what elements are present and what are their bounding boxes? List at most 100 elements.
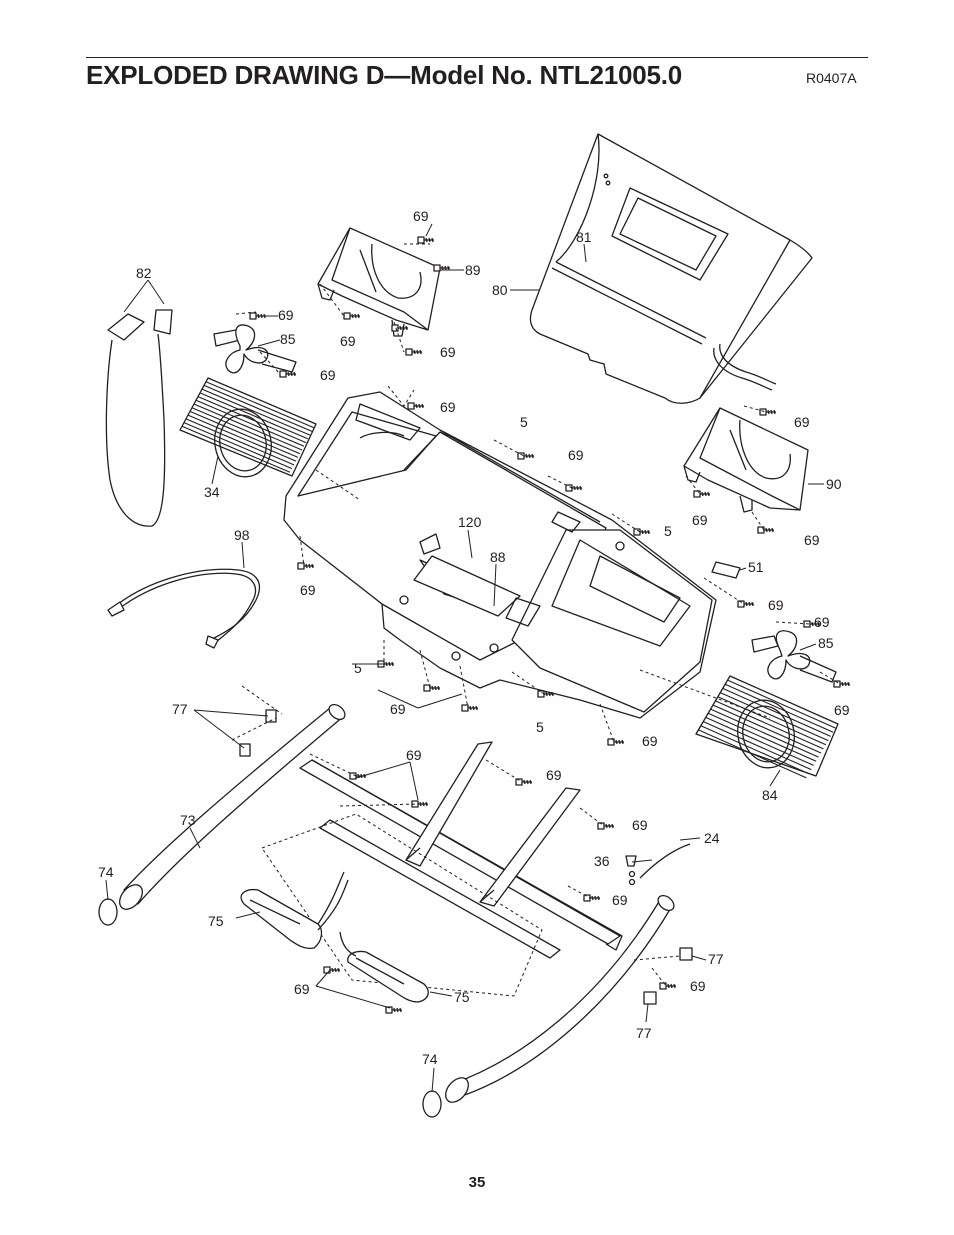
grille-slat [703, 721, 812, 771]
clip-part-82 [105, 309, 173, 527]
screw-icon [297, 562, 314, 570]
callout-77: 77 [172, 701, 188, 717]
page-number: 35 [468, 1174, 486, 1191]
grille-slat [712, 704, 822, 754]
end-cap-part-74-right [422, 1090, 442, 1118]
callout-69: 69 [413, 208, 429, 224]
cable-part-98 [107, 568, 261, 649]
screw-icon [737, 600, 754, 608]
magnet-part-51 [711, 561, 741, 579]
callout-69: 69 [768, 597, 784, 613]
callout-77: 77 [708, 951, 724, 967]
callout-98: 98 [234, 527, 250, 543]
screw-icon [565, 484, 582, 492]
grille-slat [189, 410, 299, 458]
alignment-line [259, 351, 281, 375]
screw-icon [385, 1006, 402, 1014]
callout-69: 69 [294, 981, 310, 997]
screw-icon [423, 684, 440, 692]
callout-5: 5 [520, 414, 528, 430]
pulse-grip-part-75-upper [240, 871, 349, 950]
wire-part-24 [639, 843, 691, 879]
callout-69: 69 [300, 582, 316, 598]
callout-69: 69 [406, 747, 422, 763]
screw-icon [343, 312, 360, 320]
washer-icon [628, 878, 636, 886]
alignment-line [567, 885, 591, 899]
fan-part-85-right [751, 630, 837, 683]
pulse-grip-part-75-lower [339, 931, 429, 1003]
frame-assembly [261, 741, 623, 997]
alignment-line [387, 385, 415, 407]
screw-icon [407, 402, 424, 410]
screw-icon [759, 408, 776, 416]
callout-36: 36 [594, 853, 610, 869]
callout-69: 69 [814, 614, 830, 630]
callout-74: 74 [422, 1051, 438, 1067]
clip-part-77-c [679, 947, 693, 961]
screw-icon [323, 966, 340, 974]
screw-icon [417, 236, 434, 244]
screw-icon [515, 778, 532, 786]
callout-69: 69 [804, 532, 820, 548]
callout-69: 69 [692, 512, 708, 528]
console-base-part-120 [283, 391, 717, 719]
grille-slat [181, 425, 291, 473]
callout-77: 77 [636, 1025, 652, 1041]
grille-slat [698, 729, 807, 779]
callout-5: 5 [536, 719, 544, 735]
grille-slat [700, 725, 810, 775]
alignment-line [685, 475, 701, 495]
alignment-line [819, 671, 841, 685]
callout-73: 73 [180, 812, 196, 828]
alignment-line [459, 665, 469, 709]
callout-75: 75 [454, 989, 470, 1005]
callout-69: 69 [794, 414, 810, 430]
screw-icon [693, 490, 710, 498]
callout-69: 69 [568, 447, 584, 463]
callout-69: 69 [612, 892, 628, 908]
alignment-line [633, 955, 681, 961]
alignment-line [743, 405, 767, 413]
alignment-line [231, 717, 277, 741]
callout-89: 89 [465, 262, 481, 278]
alignment-line [651, 967, 667, 987]
grille-slat [727, 679, 836, 729]
callout-90: 90 [826, 476, 842, 492]
grille-slat [705, 716, 814, 766]
alignment-line [751, 511, 765, 531]
grille-slat [203, 384, 313, 432]
callout-69: 69 [320, 367, 336, 383]
clip-part-77-d [643, 991, 657, 1005]
alignment-lines [231, 243, 841, 987]
screw-icon [517, 452, 534, 460]
alignment-line [579, 807, 605, 827]
callout-82: 82 [136, 265, 152, 281]
part-callouts: 69 89 81 80 82 69 85 69 69 69 69 5 69 69… [98, 208, 850, 1067]
grille-slat [197, 396, 307, 444]
callout-69: 69 [690, 978, 706, 994]
leader-lines [105, 223, 824, 1093]
grille-slat [710, 708, 819, 758]
grille-slat [191, 407, 301, 455]
screw-icon [461, 704, 478, 712]
bolt-part-36 [625, 855, 637, 867]
screw-icon [405, 348, 422, 356]
callout-85: 85 [280, 331, 296, 347]
callout-69: 69 [546, 767, 562, 783]
alignment-line [703, 577, 745, 605]
alignment-line [547, 475, 573, 489]
grille-slat [199, 392, 309, 440]
grille-slat [185, 418, 295, 466]
callout-69: 69 [440, 344, 456, 360]
screw-icon [433, 264, 450, 272]
screw-icon [249, 312, 266, 320]
speaker-housing-part-90 [683, 407, 809, 513]
alignment-line [511, 671, 545, 695]
speaker-housing-part-89 [317, 227, 441, 337]
grille-slat [201, 388, 311, 436]
handrail-part-73-right [445, 894, 675, 1103]
callout-80: 80 [492, 282, 508, 298]
speaker-grille-part-34 [179, 377, 317, 478]
